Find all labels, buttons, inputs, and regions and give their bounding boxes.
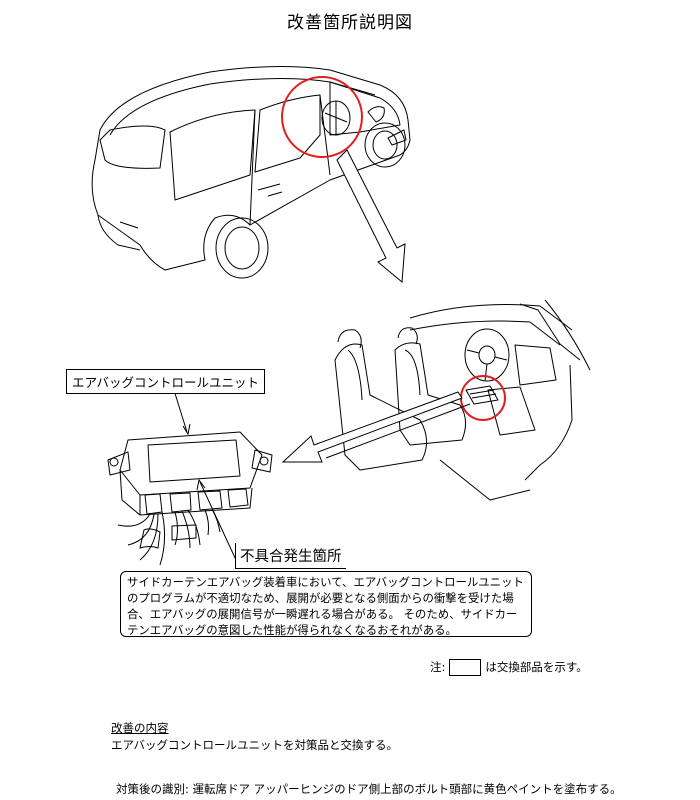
arrow-down-icon bbox=[336, 149, 406, 284]
improvement-heading: 改善の内容 bbox=[111, 721, 169, 735]
interior-illustration bbox=[334, 299, 591, 501]
arrow-left-icon bbox=[281, 391, 463, 463]
legend-note: 注: は交換部品を示す。 bbox=[430, 659, 588, 676]
replacement-part-legend-box bbox=[449, 659, 482, 676]
defect-location-label: 不具合発生箇所 bbox=[235, 543, 346, 569]
airbag-control-unit-label: エアバッグコントロールユニット bbox=[66, 369, 266, 394]
minivan-illustration bbox=[91, 65, 411, 279]
improvement-text: エアバッグコントロールユニットを対策品と交換する。 bbox=[111, 738, 399, 752]
page-title: 改善箇所説明図 bbox=[287, 13, 413, 33]
highlight-circle-vehicle bbox=[281, 76, 363, 158]
defect-description: サイドカーテンエアバッグ装着車において、エアバッグコントロールユニットのプログラ… bbox=[120, 571, 532, 637]
identification-text: 対策後の識別: 運転席ドア アッパーヒンジのドア側上部のボルト頭部に黄色ペイント… bbox=[116, 782, 622, 796]
highlight-circle-interior bbox=[460, 375, 506, 421]
airbag-control-unit-illustration bbox=[107, 431, 273, 566]
note-suffix: は交換部品を示す。 bbox=[485, 660, 588, 674]
note-prefix: 注: bbox=[430, 660, 446, 674]
